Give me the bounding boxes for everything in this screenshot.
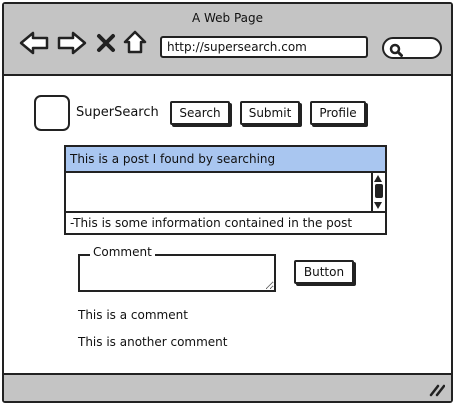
browser-search-box[interactable] bbox=[382, 37, 442, 59]
browser-window: A Web Page http://supersearch.com SuperS… bbox=[2, 2, 453, 403]
comment-input[interactable] bbox=[78, 254, 276, 292]
post-panel: This is a post I found by searching -Thi… bbox=[64, 145, 387, 235]
address-bar[interactable]: http://supersearch.com bbox=[160, 36, 368, 58]
site-name: SuperSearch bbox=[76, 105, 159, 120]
status-bar bbox=[4, 373, 451, 401]
comment-label: Comment bbox=[90, 244, 155, 260]
search-icon bbox=[389, 43, 403, 57]
submit-button[interactable]: Submit bbox=[240, 101, 300, 125]
forward-arrow-icon[interactable] bbox=[56, 30, 88, 56]
home-icon[interactable] bbox=[122, 29, 148, 55]
comment-submit-button[interactable]: Button bbox=[294, 260, 354, 284]
stop-icon[interactable] bbox=[96, 33, 116, 53]
comment-item: This is a comment bbox=[78, 308, 188, 322]
browser-toolbar: A Web Page http://supersearch.com bbox=[4, 4, 451, 76]
comment-item: This is another comment bbox=[78, 335, 228, 349]
scroll-thumb[interactable] bbox=[375, 184, 383, 198]
resize-handle-icon[interactable] bbox=[429, 383, 445, 397]
post-scrollbar[interactable] bbox=[371, 173, 385, 211]
search-button[interactable]: Search bbox=[170, 101, 230, 125]
site-logo bbox=[34, 95, 70, 131]
back-arrow-icon[interactable] bbox=[18, 30, 50, 56]
profile-button[interactable]: Profile bbox=[310, 101, 366, 125]
scroll-up-icon[interactable] bbox=[374, 175, 382, 182]
window-title: A Web Page bbox=[191, 11, 264, 25]
post-info: -This is some information contained in t… bbox=[66, 211, 385, 233]
post-title[interactable]: This is a post I found by searching bbox=[66, 147, 385, 173]
scroll-down-icon[interactable] bbox=[374, 202, 382, 209]
